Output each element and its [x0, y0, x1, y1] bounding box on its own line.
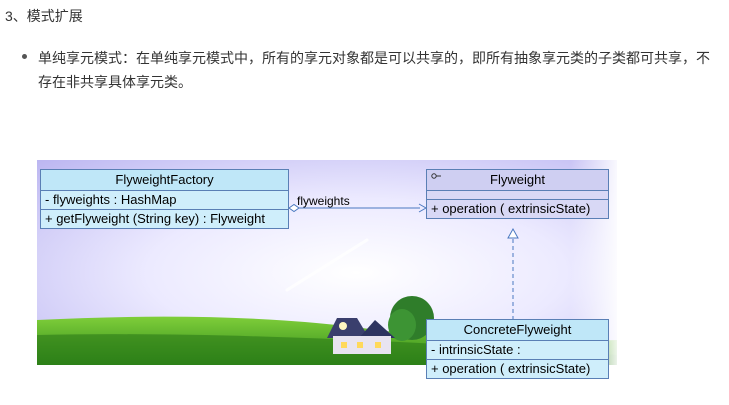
flyweight-factory-class: FlyweightFactory - flyweights : HashMap … [40, 169, 289, 229]
interface-name-row: Flyweight [427, 170, 608, 190]
concrete-flyweight-class: ConcreteFlyweight - intrinsicState : + o… [426, 319, 609, 379]
bullet-item: 单纯享元模式：在单纯享元模式中，所有的享元对象都是可以共享的，即所有抽象享元类的… [22, 46, 722, 94]
interface-name: Flyweight [490, 172, 545, 187]
class-attribute: - flyweights : HashMap [41, 190, 288, 209]
bullet-dot [22, 54, 27, 59]
interface-attributes-empty [427, 190, 608, 199]
interface-operation: + operation ( extrinsicState) [427, 199, 608, 218]
class-operation: + operation ( extrinsicState) [427, 359, 608, 378]
class-name: FlyweightFactory [41, 170, 288, 190]
class-name: ConcreteFlyweight [427, 320, 608, 340]
class-operation: + getFlyweight (String key) : Flyweight [41, 209, 288, 228]
association-label: flyweights [297, 194, 350, 208]
class-attribute: - intrinsicState : [427, 340, 608, 359]
bullet-text: 单纯享元模式：在单纯享元模式中，所有的享元对象都是可以共享的，即所有抽象享元类的… [38, 50, 710, 90]
section-heading: 3、模式扩展 [5, 8, 83, 24]
interface-icon [431, 172, 441, 182]
flyweight-interface: Flyweight + operation ( extrinsicState) [426, 169, 609, 219]
